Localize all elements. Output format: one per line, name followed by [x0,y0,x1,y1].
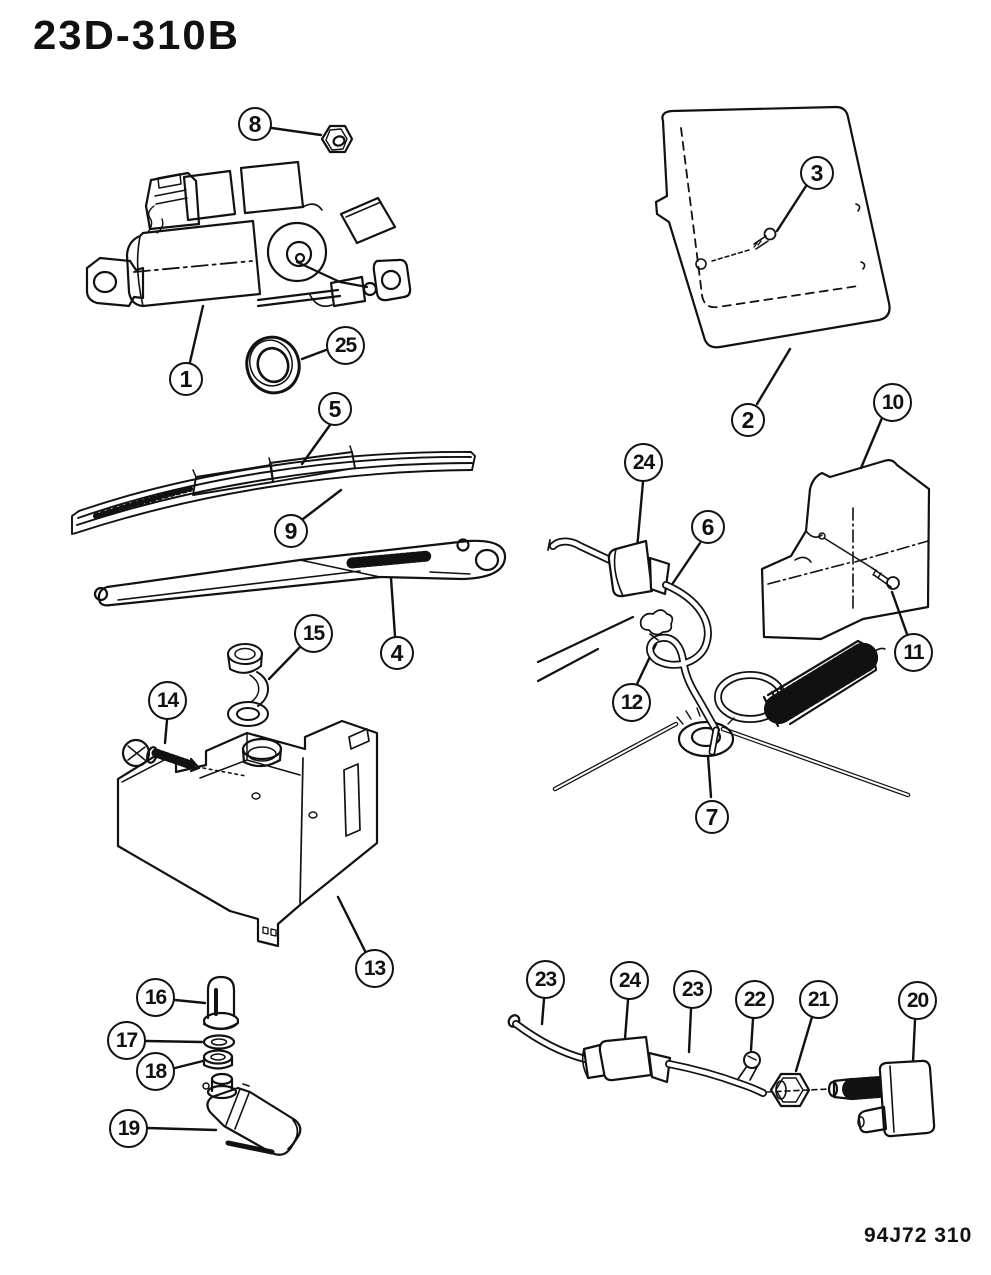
callout-25: 25 [326,326,365,365]
figure-part-code: 94J72 310 [864,1224,973,1247]
rear-washer-hose-drawing [547,537,720,756]
reservoir-screw-drawing [121,738,247,777]
callout-23b: 23 [673,970,712,1009]
wiper-shaft-nut-drawing [320,124,354,154]
callout-8: 8 [238,107,272,141]
callout-21: 21 [799,980,838,1019]
callout-7: 7 [695,800,729,834]
callout-19: 19 [109,1109,148,1148]
pivot-seal-ring-drawing [245,335,301,395]
callout-23a: 23 [526,960,565,999]
callout-1: 1 [169,362,203,396]
figure-number-title: 23D-310B [33,12,240,58]
hose-clip-drawing [639,609,674,641]
callout-22: 22 [735,980,774,1019]
callout-4: 4 [380,636,414,670]
callout-14: 14 [148,681,187,720]
filler-tube-drawing [202,975,240,1031]
callout-12: 12 [612,683,651,722]
lower-washer-hose-assembly-drawing [507,1014,936,1138]
callout-15: 15 [294,614,333,653]
reservoir-cap-drawing [227,643,269,727]
callout-5: 5 [318,392,352,426]
callout-20: 20 [898,981,937,1020]
callout-3: 3 [800,156,834,190]
callout-2: 2 [731,403,765,437]
callout-6: 6 [691,510,725,544]
rear-wiper-motor-drawing [85,160,412,308]
callout-24b: 24 [610,961,649,1000]
inner-cover-panel-drawing [760,459,931,641]
window-edge-lines [536,615,911,798]
outer-cover-panel-drawing [654,105,891,349]
washer-reservoir-drawing [116,719,379,948]
callout-18: 18 [136,1052,175,1091]
callout-17: 17 [107,1021,146,1060]
wiper-blade-drawing [71,445,476,535]
washer-pump-drawing [202,1072,302,1156]
callout-9: 9 [274,514,308,548]
callout-13: 13 [355,949,394,988]
flat-washer-drawing [202,1034,236,1050]
callout-24a: 24 [624,443,663,482]
callout-10: 10 [873,383,912,422]
hose-grommet-drawing [676,707,735,758]
wiring-conduit-drawing [762,639,886,728]
wiper-arm-drawing [93,538,507,607]
callout-11: 11 [894,633,933,672]
pump-seal-drawing [202,1049,234,1070]
callout-16: 16 [136,978,175,1017]
